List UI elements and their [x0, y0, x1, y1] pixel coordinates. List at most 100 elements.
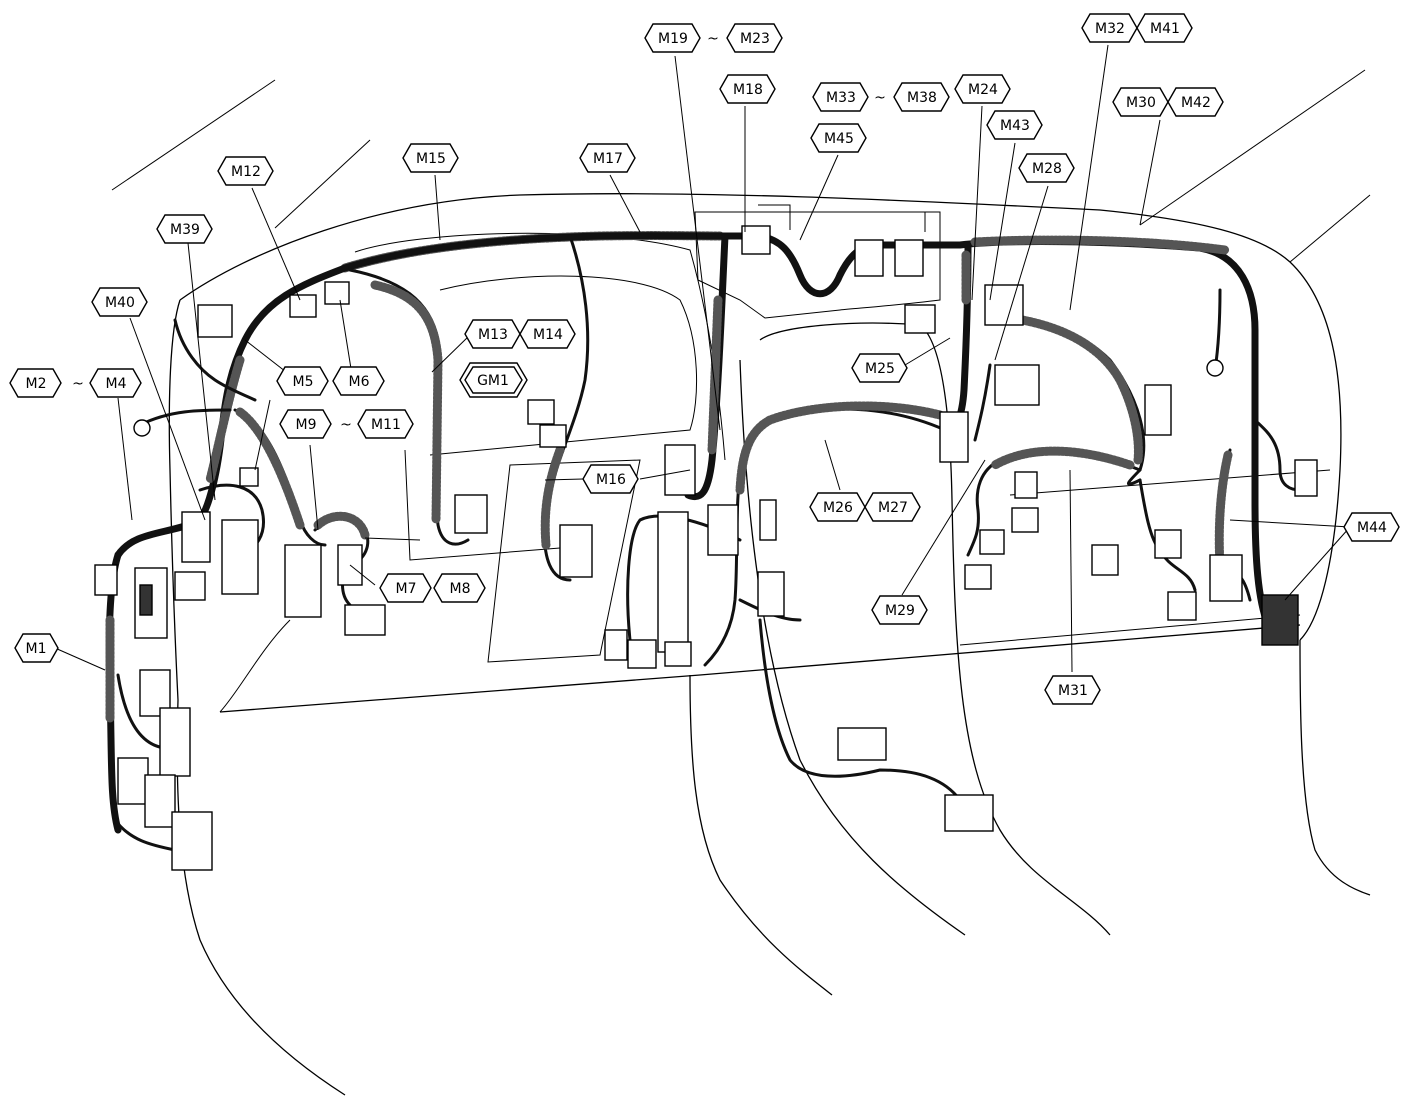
- svg-text:M39: M39: [170, 222, 200, 238]
- ground-terminal: [1206, 359, 1224, 377]
- svg-text:M42: M42: [1181, 95, 1211, 111]
- connector: [527, 399, 555, 425]
- label-M43: M43: [986, 110, 1043, 140]
- svg-text:M38: M38: [907, 90, 937, 106]
- connector: [1261, 594, 1299, 646]
- harness-branches: [113, 234, 1302, 852]
- label-M2: M2: [9, 368, 62, 398]
- label-M19: M19: [644, 23, 701, 53]
- label-M5: M5: [276, 366, 329, 396]
- label-M15: M15: [402, 143, 459, 173]
- label-M16: M16: [582, 464, 639, 494]
- svg-text:M4: M4: [106, 376, 127, 392]
- svg-text:M25: M25: [865, 361, 895, 377]
- label-M8: M8: [433, 573, 486, 603]
- connector: [197, 304, 233, 338]
- connector: [837, 727, 887, 761]
- windshield-lines: [111, 69, 1371, 263]
- svg-text:M19: M19: [658, 31, 688, 47]
- label-M7: M7: [379, 573, 432, 603]
- svg-text:M11: M11: [371, 417, 401, 433]
- svg-text:GM1: GM1: [477, 373, 509, 389]
- svg-text:M14: M14: [533, 327, 563, 343]
- svg-text:M6: M6: [349, 374, 370, 390]
- connector: [944, 794, 994, 832]
- label-M41: M41: [1136, 13, 1193, 43]
- connector: [159, 707, 191, 777]
- connector: [657, 511, 689, 653]
- label-M30: M30: [1112, 87, 1169, 117]
- connector: [174, 571, 206, 601]
- connector: [1011, 507, 1039, 533]
- connector: [741, 225, 771, 255]
- svg-text:M17: M17: [593, 151, 623, 167]
- label-M40: M40: [91, 287, 148, 317]
- connector: [964, 564, 992, 590]
- connector: [284, 544, 322, 618]
- connector: [1209, 554, 1243, 602]
- connector: [221, 519, 259, 595]
- connectors: [94, 225, 1318, 871]
- label-M29: M29: [871, 595, 928, 625]
- svg-text:M15: M15: [416, 151, 446, 167]
- label-M24: M24: [954, 74, 1011, 104]
- connector: [1167, 591, 1197, 621]
- connector: [344, 604, 386, 636]
- connector: [289, 294, 317, 318]
- svg-text:M7: M7: [396, 581, 417, 597]
- svg-text:M29: M29: [885, 603, 915, 619]
- connector: [171, 811, 213, 871]
- svg-text:M23: M23: [740, 31, 770, 47]
- label-M38: M38: [893, 82, 950, 112]
- label-M45: M45: [810, 123, 867, 153]
- label-M31: M31: [1044, 675, 1101, 705]
- label-M4: M4: [89, 368, 142, 398]
- connector: [337, 544, 363, 586]
- connector: [117, 757, 149, 805]
- svg-text:M31: M31: [1058, 683, 1088, 699]
- connector: [1144, 384, 1172, 436]
- connector-labels: M1 M2 ~ M4 M5 M6 M7 M8 M9 ~ M11 M12 M13 …: [9, 13, 1400, 705]
- connector: [984, 284, 1024, 326]
- label-M14: M14: [519, 319, 576, 349]
- range-tilde: ~: [340, 417, 352, 433]
- label-M23: M23: [726, 23, 783, 53]
- connector: [454, 494, 488, 534]
- connector: [94, 564, 118, 596]
- range-tilde: ~: [874, 90, 886, 106]
- connector: [627, 639, 657, 669]
- label-M25: M25: [851, 353, 908, 383]
- connector: [239, 467, 259, 487]
- label-M13: M13: [464, 319, 521, 349]
- svg-text:M13: M13: [478, 327, 508, 343]
- connector: [664, 641, 692, 667]
- label-GM1: GM1: [459, 362, 528, 398]
- label-M12: M12: [217, 156, 274, 186]
- svg-text:M33: M33: [826, 90, 856, 106]
- svg-text:M2: M2: [26, 376, 47, 392]
- label-M42: M42: [1167, 87, 1224, 117]
- label-M17: M17: [579, 143, 636, 173]
- connector: [894, 239, 924, 277]
- ground-terminal: [133, 419, 151, 437]
- svg-text:M16: M16: [596, 472, 626, 488]
- svg-text:M12: M12: [231, 164, 261, 180]
- svg-text:M30: M30: [1126, 95, 1156, 111]
- connector: [1154, 529, 1182, 559]
- svg-text:M26: M26: [823, 500, 853, 516]
- svg-text:M43: M43: [1000, 118, 1030, 134]
- connector: [759, 499, 777, 541]
- svg-text:M45: M45: [824, 131, 854, 147]
- svg-text:M28: M28: [1032, 161, 1062, 177]
- connector: [181, 511, 211, 563]
- connector: [854, 239, 884, 277]
- svg-text:M8: M8: [450, 581, 471, 597]
- connector: [979, 529, 1005, 555]
- label-M39: M39: [156, 214, 213, 244]
- dashboard-outline: [168, 193, 1371, 1096]
- svg-text:M44: M44: [1357, 520, 1387, 536]
- svg-text:M32: M32: [1095, 21, 1125, 37]
- connector: [559, 524, 593, 578]
- svg-text:M9: M9: [296, 417, 317, 433]
